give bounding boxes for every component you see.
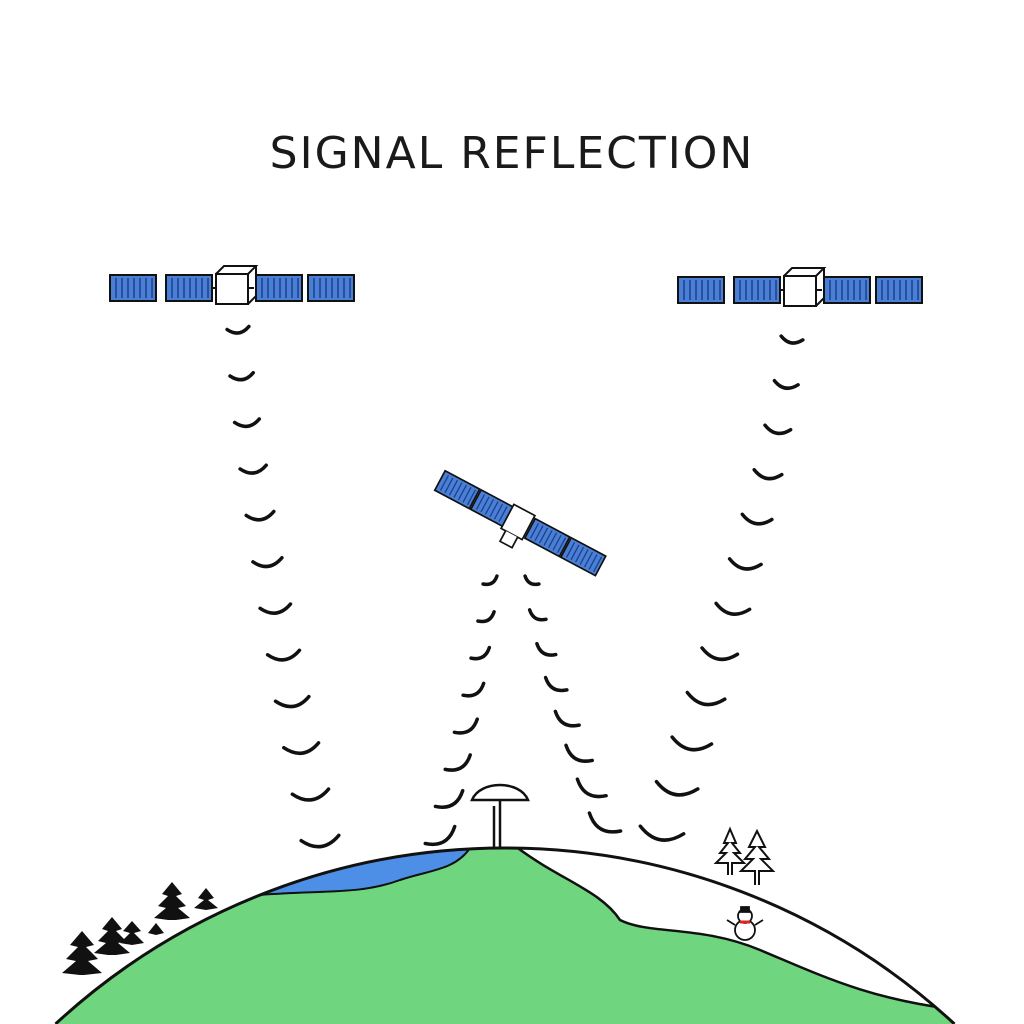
signal-wave-icon bbox=[670, 735, 714, 752]
signal-wave-icon bbox=[273, 694, 311, 709]
snowman-icon bbox=[726, 906, 764, 941]
signal-wave-icon bbox=[476, 610, 496, 624]
signal-wave-icon bbox=[575, 777, 608, 799]
signal-waves bbox=[225, 324, 805, 849]
signal-wave-icon bbox=[443, 753, 472, 772]
signal-wave-icon bbox=[452, 717, 479, 735]
signal-wave-icon bbox=[587, 811, 623, 834]
earth bbox=[54, 846, 956, 1024]
antenna-icon bbox=[470, 783, 530, 848]
signal-wave-icon bbox=[225, 324, 251, 335]
signal-wave-icon bbox=[244, 509, 276, 522]
signal-wave-icon bbox=[238, 463, 268, 475]
signal-wave-icon bbox=[685, 690, 727, 707]
signal-wave-icon bbox=[282, 741, 321, 755]
signal-wave-icon bbox=[481, 574, 499, 587]
signal-wave-icon bbox=[553, 709, 581, 728]
signal-wave-icon bbox=[779, 334, 805, 345]
satellite-icon-left bbox=[110, 266, 354, 304]
signal-wave-icon bbox=[299, 833, 341, 849]
signal-wave-icon bbox=[740, 512, 774, 526]
signal-wave-icon bbox=[232, 417, 262, 429]
signal-wave-icon bbox=[638, 824, 686, 842]
signal-wave-icon bbox=[461, 681, 486, 698]
signal-wave-icon bbox=[228, 370, 255, 382]
signal-wave-icon bbox=[469, 645, 492, 661]
signal-wave-icon bbox=[251, 556, 284, 569]
signal-wave-icon bbox=[727, 557, 763, 571]
satellite-icon-right bbox=[678, 268, 922, 306]
signal-wave-icon bbox=[523, 574, 541, 587]
diagram-title: SIGNAL REFLECTION bbox=[269, 128, 755, 179]
signal-wave-icon bbox=[258, 602, 293, 615]
signal-wave-icon bbox=[752, 468, 784, 481]
signal-wave-icon bbox=[423, 824, 457, 847]
signal-wave-icon bbox=[290, 787, 331, 802]
signal-wave-icon bbox=[763, 423, 793, 436]
signal-wave-icon bbox=[265, 648, 302, 662]
satellite-icon-center bbox=[433, 469, 607, 577]
signal-wave-icon bbox=[564, 743, 595, 763]
tree-icons bbox=[62, 882, 218, 975]
signal-wave-icon bbox=[772, 378, 800, 390]
signal-wave-icon bbox=[700, 646, 740, 662]
signal-wave-icon bbox=[527, 608, 548, 622]
signal-wave-icon bbox=[654, 779, 700, 797]
signal-wave-icon bbox=[535, 641, 558, 657]
snowy-tree-icons bbox=[713, 826, 776, 885]
signal-wave-icon bbox=[714, 601, 752, 616]
signal-wave-icon bbox=[433, 788, 465, 809]
signal-wave-icon bbox=[543, 675, 569, 693]
